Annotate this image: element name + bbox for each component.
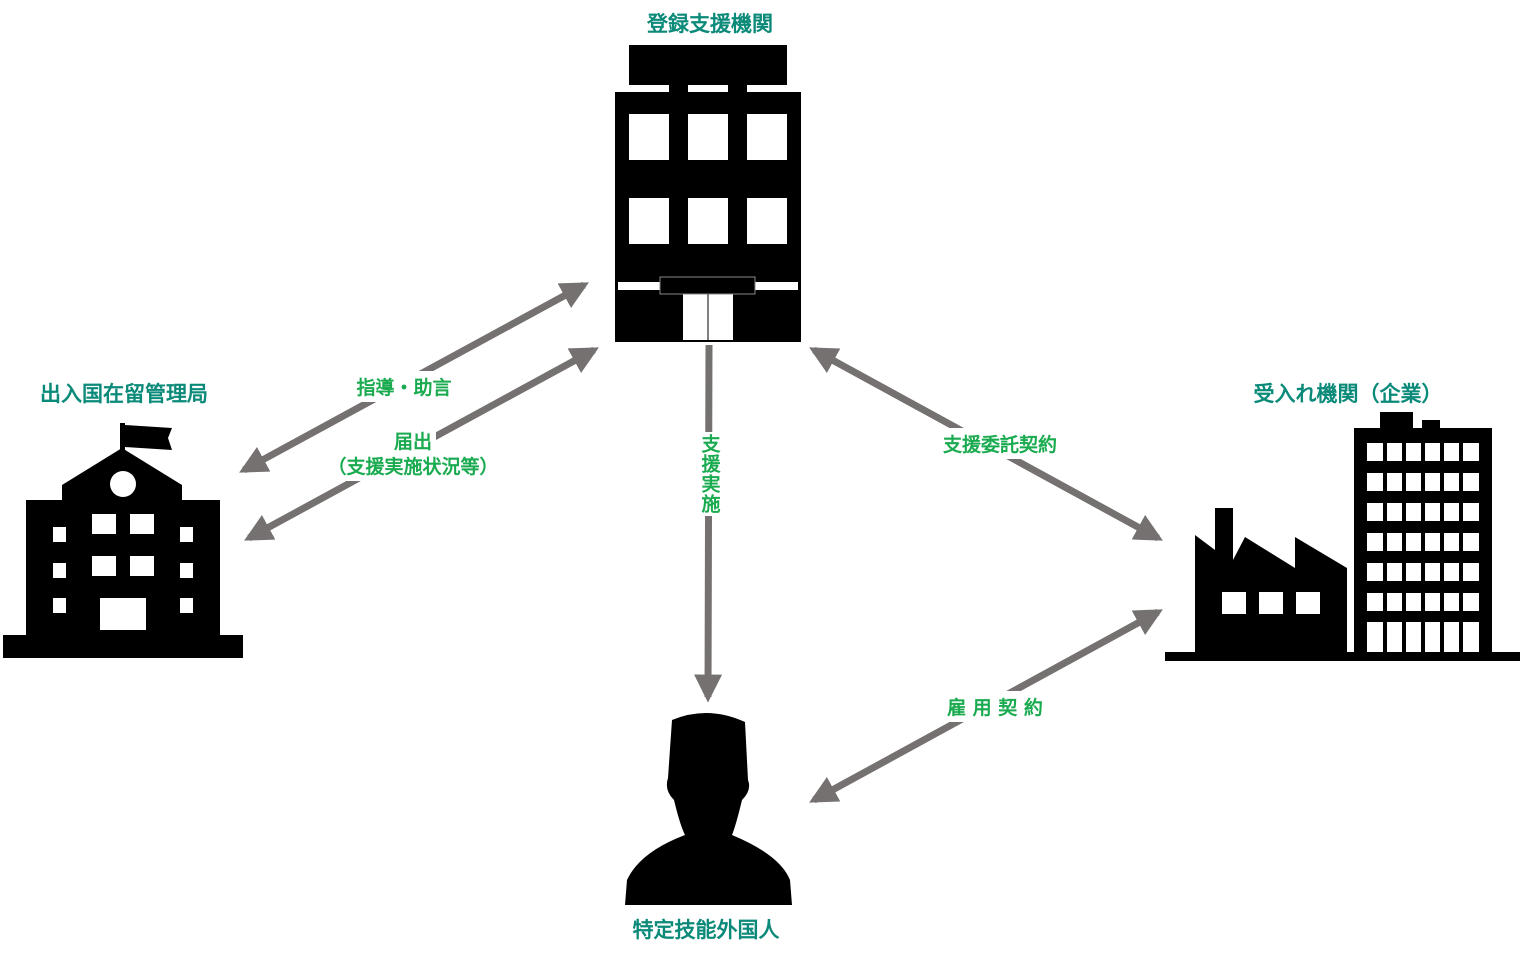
edge-label-outsourcing: 支援委託契約	[938, 428, 1062, 459]
arrow-support	[694, 344, 723, 703]
node-label-immigration-bureau: 出入国在留管理局	[40, 382, 208, 406]
node-label-host-company: 受入れ機関（企業）	[1253, 382, 1443, 406]
factory-icon	[1165, 412, 1520, 661]
edge-label-guidance: 指導・助言	[352, 371, 456, 402]
node-label-registered-support-org: 登録支援機関	[647, 12, 773, 36]
government-building-icon	[3, 423, 243, 658]
node-label-foreign-worker: 特定技能外国人	[632, 918, 780, 942]
edge-label-support: 支援実施	[692, 432, 728, 516]
office-building-icon	[615, 45, 801, 342]
edge-label-report-line1: 届出	[389, 425, 437, 454]
edge-label-employment: 雇 用 契 約	[943, 691, 1047, 722]
edge-label-report-line2: （支援実施状況等）	[323, 452, 503, 481]
person-icon	[625, 712, 792, 905]
